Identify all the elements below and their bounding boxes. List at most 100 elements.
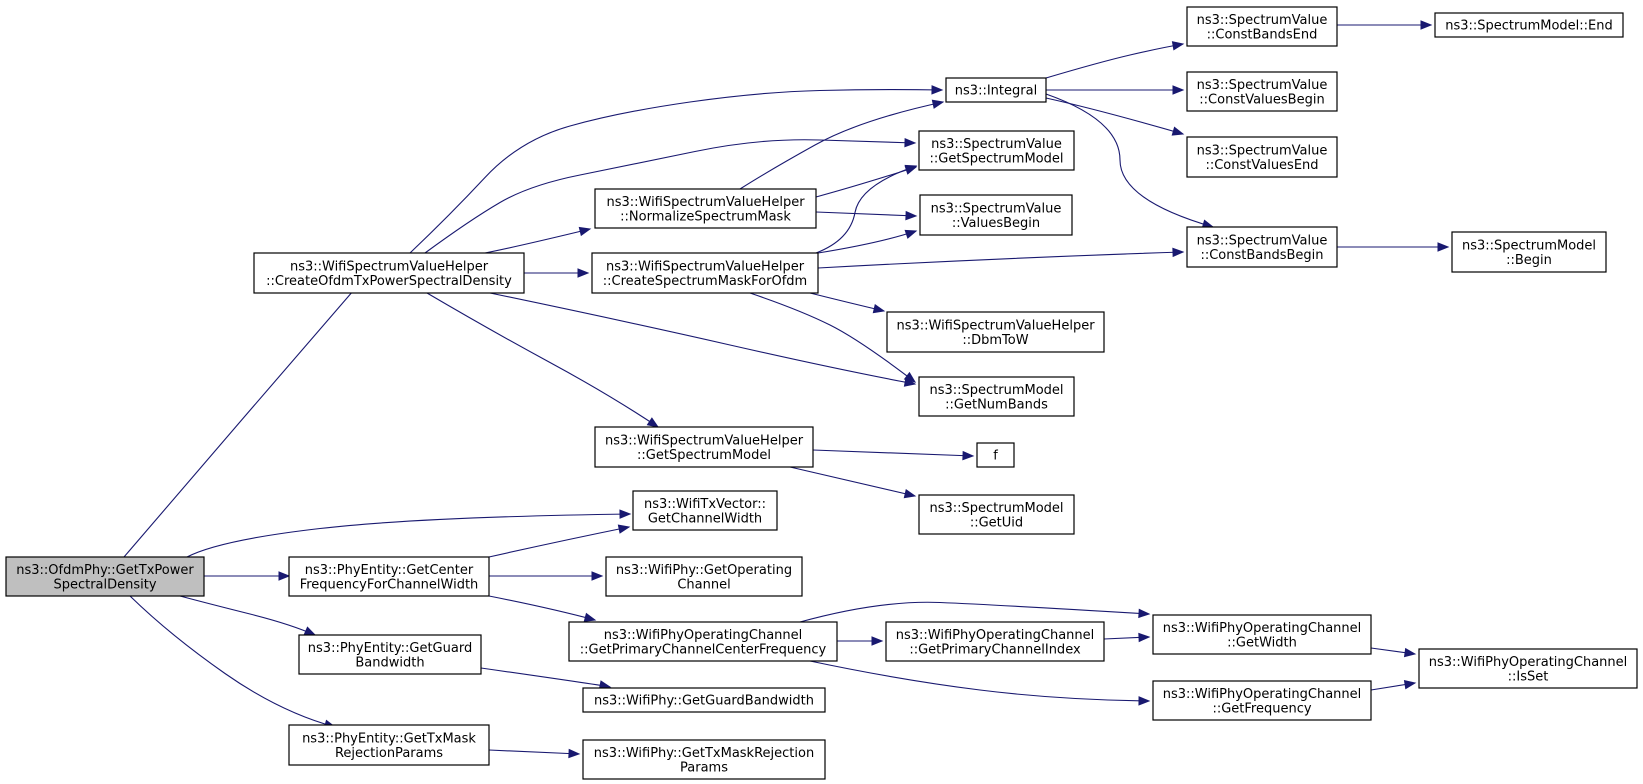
node-getCenterFreq[interactable]: ns3::PhyEntity::GetCenterFrequencyForCha…	[288, 556, 490, 597]
edge-wsvhGetSpecModel-to-f	[812, 449, 975, 461]
node-label-line: ns3::PhyEntity::GetCenter	[305, 563, 474, 578]
node-constValuesBegin[interactable]: ns3::SpectrumValue::ConstValuesBegin	[1186, 71, 1338, 112]
node-label-line: ns3::WifiTxVector::	[644, 497, 766, 512]
node-getWidth[interactable]: ns3::WifiPhyOperatingChannel::GetWidth	[1152, 614, 1372, 655]
node-label-line: ns3::SpectrumValue	[1197, 78, 1328, 93]
node-getFrequency[interactable]: ns3::WifiPhyOperatingChannel::GetFrequen…	[1152, 680, 1372, 721]
node-label-line: ns3::SpectrumModel	[929, 501, 1063, 516]
node-label-line: ::GetNumBands	[945, 397, 1048, 412]
node-createMask[interactable]: ns3::WifiSpectrumValueHelper::CreateSpec…	[591, 252, 819, 294]
edge-getGuardBw-to-wpGetGuardBw	[480, 667, 612, 690]
node-constBandsEnd[interactable]: ns3::SpectrumValue::ConstBandsEnd	[1186, 6, 1338, 47]
edge-createOfdm-to-svGetSpecModel	[424, 137, 917, 254]
node-getGuardBw[interactable]: ns3::PhyEntity::GetGuardBandwidth	[298, 634, 482, 675]
node-label-line: RejectionParams	[335, 746, 443, 761]
node-wsvhGetSpecModel[interactable]: ns3::WifiSpectrumValueHelper::GetSpectru…	[594, 426, 814, 468]
edge-createMask-to-getNumBands	[749, 292, 917, 383]
node-label-line: ns3::Integral	[955, 84, 1037, 99]
node-label-line: ns3::WifiSpectrumValueHelper	[290, 259, 489, 274]
node-label-line: ns3::SpectrumValue	[1197, 13, 1328, 28]
edge-createOfdm-to-integral	[409, 85, 944, 254]
node-label-line: ns3::WifiPhy::GetOperating	[616, 563, 792, 578]
node-label-line: ns3::WifiSpectrumValueHelper	[605, 433, 804, 448]
node-label-line: ::CreateOfdmTxPowerSpectralDensity	[266, 274, 512, 289]
edge-primCenterFreq-to-primChanIndex	[837, 636, 884, 646]
node-label-line: ::GetSpectrumModel	[637, 448, 771, 463]
node-label-line: ::ConstBandsBegin	[1200, 248, 1323, 263]
node-smBegin[interactable]: ns3::SpectrumModel::Begin	[1451, 231, 1607, 273]
node-label-line: SpectralDensity	[53, 577, 156, 592]
node-integral[interactable]: ns3::Integral	[945, 77, 1047, 103]
node-label-line: ::GetWidth	[1227, 635, 1297, 650]
node-label-line: ns3::PhyEntity::GetGuard	[308, 641, 472, 656]
nodes-layer: ns3::OfdmPhy::GetTxPowerSpectralDensityn…	[5, 6, 1638, 780]
edge-wsvhGetSpecModel-to-getUid	[789, 466, 917, 499]
edge-createMask-to-dbmToW	[809, 292, 886, 314]
node-getChanWidth[interactable]: ns3::WifiTxVector::GetChannelWidth	[632, 490, 778, 531]
node-label-line: ns3::SpectrumValue	[1197, 233, 1328, 248]
node-label-line: ::ValuesBegin	[952, 216, 1040, 231]
node-label-line: ::ConstValuesEnd	[1205, 158, 1318, 173]
node-valuesBegin[interactable]: ns3::SpectrumValue::ValuesBegin	[919, 194, 1073, 236]
node-label-line: FrequencyForChannelWidth	[300, 577, 479, 592]
node-label-line: ::CreateSpectrumMaskForOfdm	[603, 274, 807, 289]
edge-getCenterFreq-to-primCenterFreq	[488, 595, 597, 622]
node-getUid[interactable]: ns3::SpectrumModel::GetUid	[918, 494, 1075, 535]
node-label-line: Params	[680, 760, 728, 775]
node-label-line: ::GetPrimaryChannelCenterFrequency	[580, 642, 827, 657]
node-label-line: ::IsSet	[1508, 669, 1549, 684]
node-isSet[interactable]: ns3::WifiPhyOperatingChannel::IsSet	[1418, 648, 1638, 689]
edge-integral-to-constBandsEnd	[1045, 41, 1185, 79]
node-label-line: ns3::WifiPhyOperatingChannel	[1163, 621, 1362, 636]
node-label-line: ns3::WifiPhyOperatingChannel	[896, 628, 1095, 643]
edge-root-to-createOfdm	[123, 274, 367, 558]
node-label-line: ::GetPrimaryChannelIndex	[909, 642, 1081, 657]
edge-root-to-getChanWidth	[186, 509, 632, 558]
node-getNumBands[interactable]: ns3::SpectrumModel::GetNumBands	[918, 376, 1075, 417]
node-wpGetGuardBw[interactable]: ns3::WifiPhy::GetGuardBandwidth	[582, 687, 826, 713]
node-constValuesEnd[interactable]: ns3::SpectrumValue::ConstValuesEnd	[1186, 136, 1338, 178]
edge-getCenterFreq-to-getChanWidth	[488, 524, 631, 558]
edge-root-to-getCenterFreq	[204, 571, 291, 581]
edge-createOfdm-to-wsvhGetSpecModel	[426, 292, 660, 428]
node-label-line: ns3::WifiPhyOperatingChannel	[1429, 655, 1628, 670]
edge-primCenterFreq-to-getFrequency	[809, 660, 1151, 706]
node-f[interactable]: f	[976, 442, 1015, 468]
edge-constBandsBegin-to-smBegin	[1337, 242, 1450, 252]
node-label-line: f	[993, 449, 998, 464]
edge-createOfdm-to-getNumBands	[489, 292, 917, 387]
edge-createMask-to-valuesBegin	[817, 229, 918, 254]
edge-getFrequency-to-isSet	[1370, 679, 1417, 691]
node-label-line: ns3::SpectrumModel::End	[1445, 19, 1613, 34]
node-label-line: ns3::WifiSpectrumValueHelper	[606, 195, 805, 210]
node-normalize[interactable]: ns3::WifiSpectrumValueHelper::NormalizeS…	[594, 188, 817, 229]
node-constBandsBegin[interactable]: ns3::SpectrumValue::ConstBandsBegin	[1186, 226, 1338, 268]
node-createOfdm[interactable]: ns3::WifiSpectrumValueHelper::CreateOfdm…	[253, 252, 525, 294]
edge-normalize-to-integral	[739, 99, 945, 190]
node-label-line: ::DbmToW	[962, 333, 1028, 348]
node-label-line: Channel	[677, 577, 730, 592]
node-smEnd[interactable]: ns3::SpectrumModel::End	[1434, 12, 1624, 38]
node-label-line: ::GetFrequency	[1212, 701, 1311, 716]
edge-createOfdm-to-normalize	[484, 226, 592, 254]
node-label-line: ::GetUid	[970, 515, 1023, 530]
node-svGetSpecModel[interactable]: ns3::SpectrumValue::GetSpectrumModel	[918, 130, 1075, 171]
node-label-line: ns3::OfdmPhy::GetTxPower	[16, 563, 194, 578]
edge-primChanIndex-to-getWidth	[1103, 632, 1151, 643]
node-primChanIndex[interactable]: ns3::WifiPhyOperatingChannel::GetPrimary…	[885, 621, 1105, 662]
edge-integral-to-constValuesEnd	[1045, 97, 1185, 136]
node-primCenterFreq[interactable]: ns3::WifiPhyOperatingChannel::GetPrimary…	[568, 621, 838, 662]
edge-integral-to-constValuesBegin	[1046, 85, 1185, 95]
edge-createOfdm-to-createMask	[524, 268, 590, 278]
node-label-line: ::ConstValuesBegin	[1199, 92, 1324, 107]
node-label-line: ns3::WifiPhyOperatingChannel	[1163, 687, 1362, 702]
node-label-line: ns3::SpectrumValue	[1197, 143, 1328, 158]
node-label-line: ns3::PhyEntity::GetTxMask	[302, 731, 476, 746]
node-label-line: GetChannelWidth	[648, 511, 762, 526]
node-label-line: ::GetSpectrumModel	[930, 151, 1064, 166]
node-dbmToW[interactable]: ns3::WifiSpectrumValueHelper::DbmToW	[886, 311, 1105, 353]
